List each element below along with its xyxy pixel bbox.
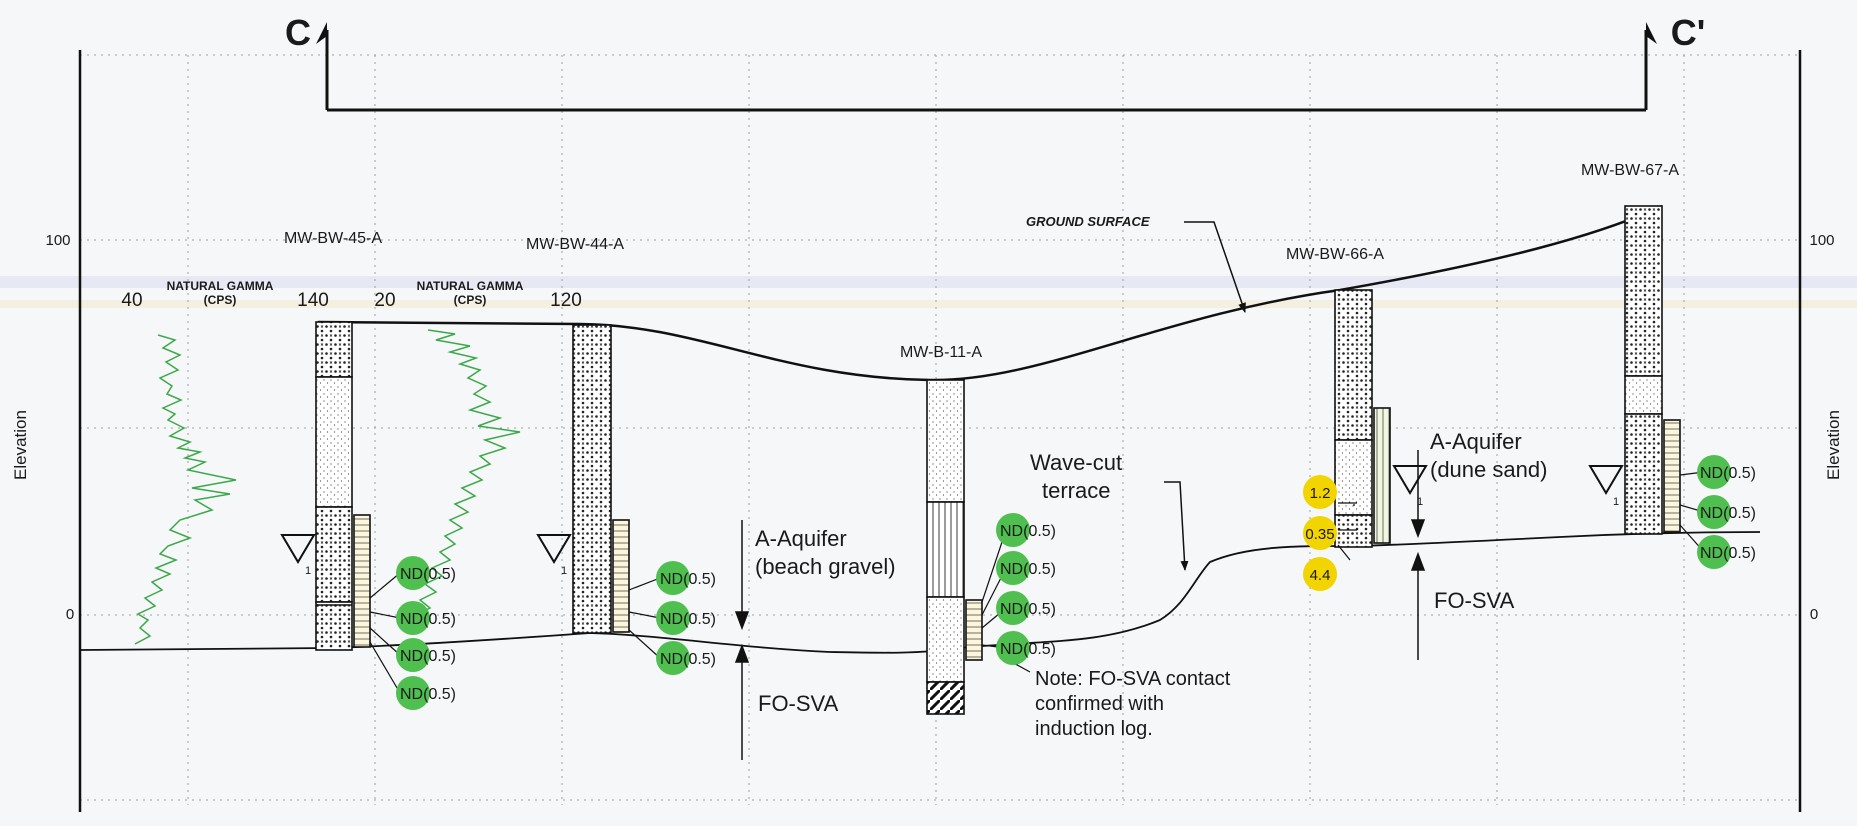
sample-value: ND(0.5) (660, 571, 716, 588)
sample-dot (396, 601, 430, 635)
section-line (316, 22, 1657, 112)
gamma-log-2-trace (409, 329, 521, 633)
sample-value: ND(0.5) (1000, 523, 1056, 540)
sample-value: ND(0.5) (1000, 641, 1056, 658)
a-aquifer-dune-label-1: A-Aquifer (1430, 429, 1522, 454)
sample-dot (1303, 516, 1337, 550)
sample-dot (396, 638, 430, 672)
aquifer-thickness-right (1410, 450, 1426, 660)
water-level-subscript: 1 (305, 565, 311, 577)
sample-dot (1697, 455, 1731, 489)
sample-value: ND(0.5) (660, 611, 716, 628)
scan-band (0, 276, 1857, 288)
sample-dot (656, 561, 690, 595)
well-column-mw-bw-44-a (572, 324, 630, 634)
sample-value: ND(0.5) (1700, 505, 1756, 522)
sample-value: ND(0.5) (400, 611, 456, 628)
aquifer-thickness-left (734, 520, 750, 760)
well-column-mw-bw-45-a (315, 321, 371, 651)
water-level-subscript: 1 (561, 565, 567, 577)
left-tick-0: 0 (66, 606, 74, 623)
samples-mw-bw-45-a: ND(0.5) ND(0.5) ND(0.5) ND(0.5) (396, 556, 456, 710)
sample-value: ND(0.5) (1700, 545, 1756, 562)
wave-cut-label-2: terrace (1042, 478, 1110, 503)
fo-sva-label-left: FO-SVA (758, 691, 839, 716)
sample-value: ND(0.5) (1700, 465, 1756, 482)
scan-band (0, 300, 1857, 308)
ground-surface-label: GROUND SURFACE (1026, 214, 1150, 229)
sample-dot (996, 513, 1030, 547)
sample-value: 0.35 (1305, 526, 1334, 543)
well-name-mw-bw-66-a: MW-BW-66-A (1286, 246, 1384, 263)
well-column-mw-b-11-a (926, 379, 983, 715)
sample-dot (996, 551, 1030, 585)
left-axis-label: Elevation (11, 410, 30, 480)
gamma-2-label: NATURAL GAMMA (417, 279, 524, 293)
sample-dot (996, 591, 1030, 625)
sample-dot (396, 676, 430, 710)
a-aquifer-beach-label-2: (beach gravel) (755, 554, 896, 579)
samples-mw-bw-44-a: ND(0.5) ND(0.5) ND(0.5) (656, 561, 716, 675)
sample-dot (1303, 557, 1337, 591)
well-column-mw-bw-67-a (1624, 205, 1681, 535)
left-tick-100: 100 (45, 232, 70, 249)
well-name-mw-b-11-a: MW-B-11-A (900, 344, 982, 361)
a-aquifer-dune-label-2: (dune sand) (1430, 457, 1547, 482)
sample-dot (396, 556, 430, 590)
samples-mw-bw-66-a: 1.2 0.35 4.4 (1303, 475, 1337, 591)
right-tick-0: 0 (1810, 606, 1818, 623)
right-axis-label: Elevation (1824, 410, 1843, 480)
water-level-67: 1 (1588, 465, 1624, 508)
sample-dot (1697, 535, 1731, 569)
gamma-2-scale-min: 20 (374, 290, 395, 311)
water-level-subscript: 1 (1613, 496, 1619, 508)
gamma-log-1-trace (134, 334, 237, 645)
sample-value: ND(0.5) (400, 566, 456, 583)
right-tick-100: 100 (1809, 232, 1834, 249)
ground-surface-line (317, 204, 1663, 382)
well-name-mw-bw-45-a: MW-BW-45-A (284, 230, 382, 247)
samples-mw-bw-67-a: ND(0.5) ND(0.5) ND(0.5) (1697, 455, 1756, 569)
gamma-1-scale-min: 40 (121, 290, 142, 311)
well-column-mw-bw-66-a (1334, 289, 1391, 548)
gamma-2-unit: (CPS) (454, 293, 487, 307)
sample-value: ND(0.5) (1000, 561, 1056, 578)
note-line-1: Note: FO-SVA contact (1035, 668, 1231, 690)
sample-dot (656, 601, 690, 635)
samples-mw-b-11-a: ND(0.5) ND(0.5) ND(0.5) ND(0.5) (996, 513, 1056, 665)
sample-dot (1697, 495, 1731, 529)
section-label-c: C (285, 12, 311, 53)
ground-surface-leader (1184, 221, 1246, 313)
note-line-3: induction log. (1035, 718, 1153, 740)
gamma-2-scale-max: 120 (550, 290, 582, 311)
sample-dot (656, 641, 690, 675)
gamma-1-scale-max: 140 (297, 290, 329, 311)
sample-value: ND(0.5) (400, 648, 456, 665)
a-aquifer-beach-label-1: A-Aquifer (755, 526, 847, 551)
sample-value: ND(0.5) (1000, 601, 1056, 618)
sample-value: ND(0.5) (400, 686, 456, 703)
section-label-c-prime: C' (1671, 12, 1706, 53)
note-line-2: confirmed with (1035, 693, 1164, 715)
well-name-mw-bw-67-a: MW-BW-67-A (1581, 162, 1679, 179)
sample-dot (996, 631, 1030, 665)
wave-cut-leader (1164, 481, 1189, 571)
fo-sva-label-right: FO-SVA (1434, 588, 1515, 613)
water-level-45: 1 (280, 534, 316, 577)
sample-value: 4.4 (1310, 567, 1331, 584)
sample-dot (1303, 475, 1337, 509)
gamma-1-label: NATURAL GAMMA (167, 279, 274, 293)
wave-cut-label-1: Wave-cut (1030, 450, 1122, 475)
water-level-44: 1 (536, 534, 572, 577)
sample-value: 1.2 (1310, 485, 1331, 502)
sample-value: ND(0.5) (660, 651, 716, 668)
water-level-subscript: 1 (1417, 496, 1423, 508)
gamma-1-unit: (CPS) (204, 293, 237, 307)
well-name-mw-bw-44-a: MW-BW-44-A (526, 236, 624, 253)
